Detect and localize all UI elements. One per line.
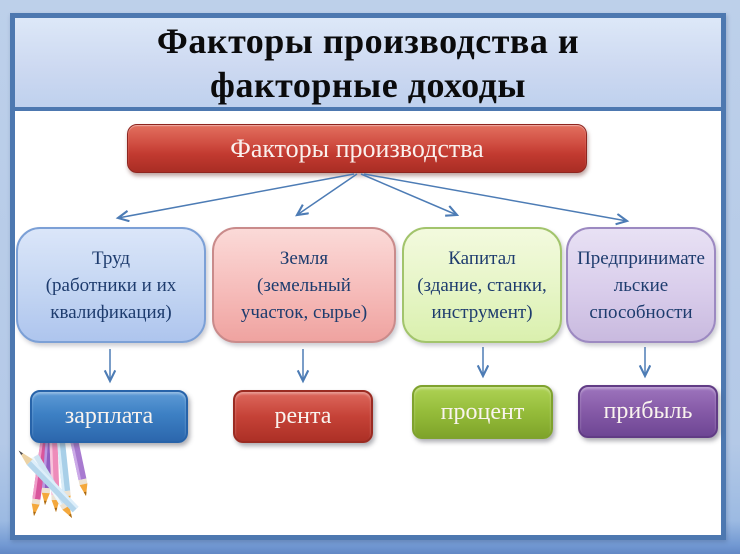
factor-box-land: Земля (земельный участок, сырье) [212,227,396,343]
income-box-salary: зарплата [30,390,188,443]
factor-capital-line-3: инструмент) [431,301,533,323]
factor-land-line-3: участок, сырье) [240,301,368,323]
income-box-interest: процент [412,385,553,439]
factor-land-line-1: Земля [279,247,329,269]
factor-box-entrepreneurship: Предпринимате льские способности [566,227,716,343]
factor-entrepreneurship-line-1: Предпринимате [577,247,705,269]
factor-entrepreneurship-line-3: способности [589,301,693,323]
slide-title-line-1: Факторы производства и [156,20,580,61]
factor-capital-line-1: Капитал [448,247,516,269]
factor-labor-line-2: (работники и их [45,274,177,296]
income-box-profit: прибыль [578,385,718,438]
colored-pencils-icon [18,436,88,518]
factor-entrepreneurship-line-2: льские [613,274,669,296]
factors-of-production-box: Факторы производства [127,124,587,173]
income-profit-label: прибыль [603,398,693,424]
slide-title-line-2: факторные доходы [210,64,526,105]
title-banner: Факторы производства и факторные доходы [15,18,721,111]
factor-box-labor: Труд (работники и их квалификация) [16,227,206,343]
factor-labor-line-1: Труд [91,247,131,269]
income-rent-label: рента [274,403,332,429]
factor-box-capital: Капитал (здание, станки, инструмент) [402,227,562,343]
income-interest-label: процент [440,398,525,425]
factors-of-production-label: Факторы производства [230,133,484,163]
factor-labor-line-3: квалификация) [50,301,172,323]
income-box-rent: рента [233,390,373,443]
income-salary-label: зарплата [64,403,154,429]
factor-capital-line-2: (здание, станки, [417,274,547,296]
factor-land-line-2: (земельный [257,274,351,296]
